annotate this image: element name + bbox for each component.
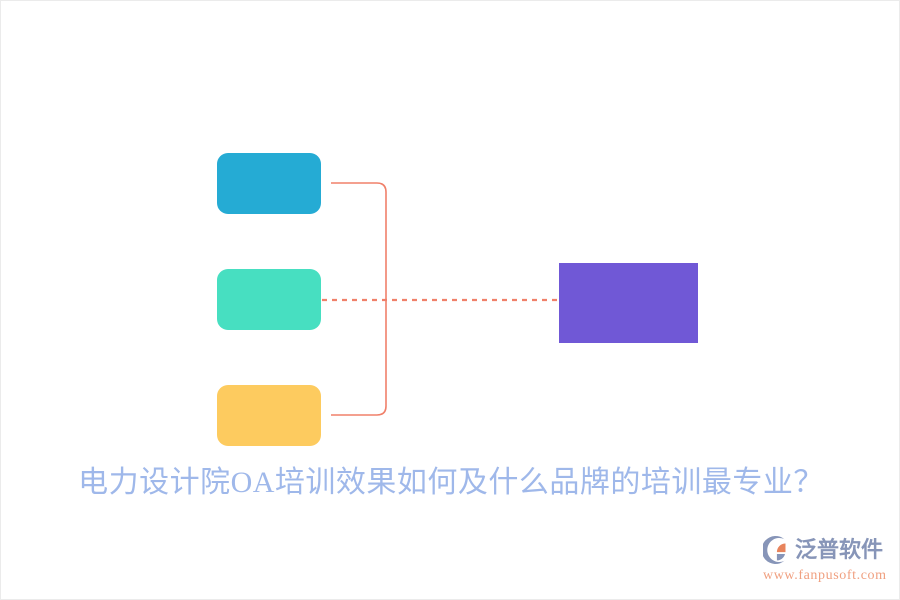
fanpu-logo-icon	[761, 535, 793, 565]
page-title: 电力设计院OA培训效果如何及什么品牌的培训最专业？	[78, 466, 824, 499]
brand-url: www.fanpusoft.com	[763, 568, 887, 583]
solid-bracket-connector-icon	[331, 182, 387, 416]
diagram-node-purple[interactable]	[559, 263, 698, 343]
diagram-node-green[interactable]	[217, 269, 321, 330]
diagram-node-blue[interactable]	[217, 153, 321, 214]
diagram-node-yellow[interactable]	[217, 385, 321, 446]
brand-watermark: 泛普软件 www.fanpusoft.com	[761, 533, 895, 589]
brand-name: 泛普软件	[795, 537, 884, 562]
